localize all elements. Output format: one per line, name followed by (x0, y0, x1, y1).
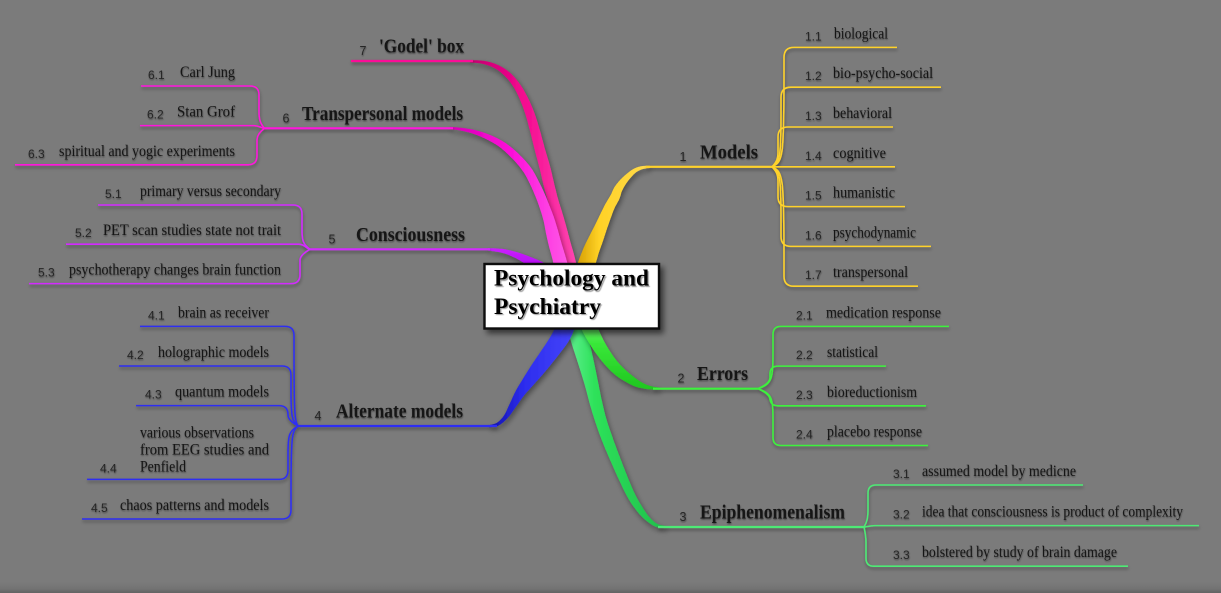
svg-text:bio-psycho-social: bio-psycho-social (833, 65, 933, 82)
svg-text:5.3: 5.3 (38, 266, 55, 280)
svg-text:idea that consciousness is pro: idea that consciousness is product of co… (922, 504, 1183, 521)
svg-text:'Godel' box: 'Godel' box (379, 36, 464, 58)
svg-text:PET scan studies state not tra: PET scan studies state not trait (103, 222, 282, 239)
svg-text:Errors: Errors (697, 363, 748, 385)
svg-text:3.1: 3.1 (893, 467, 910, 481)
svg-text:4.1: 4.1 (148, 308, 165, 322)
svg-text:humanistic: humanistic (833, 185, 895, 202)
svg-text:2.4: 2.4 (796, 428, 813, 442)
svg-text:various observations: various observations (140, 425, 254, 442)
svg-text:Alternate models: Alternate models (336, 401, 463, 423)
svg-text:Carl Jung: Carl Jung (180, 64, 235, 81)
svg-text:1.7: 1.7 (805, 268, 822, 282)
svg-text:medication response: medication response (826, 304, 941, 321)
svg-text:Epiphenomenalism: Epiphenomenalism (700, 502, 845, 524)
svg-text:placebo response: placebo response (827, 424, 922, 441)
svg-text:4.2: 4.2 (127, 348, 144, 362)
svg-text:Consciousness: Consciousness (356, 224, 465, 246)
svg-text:from EEG studies and: from EEG studies and (140, 442, 269, 459)
svg-text:2.1: 2.1 (796, 308, 813, 322)
svg-text:Stan Grof: Stan Grof (177, 104, 236, 121)
svg-text:chaos patterns and models: chaos patterns and models (120, 497, 269, 514)
svg-text:brain as receiver: brain as receiver (178, 304, 270, 321)
svg-text:4.3: 4.3 (145, 388, 162, 402)
svg-text:4.4: 4.4 (100, 461, 117, 475)
svg-text:primary versus secondary: primary versus secondary (140, 183, 281, 200)
svg-text:assumed model by medicne: assumed model by medicne (922, 463, 1076, 480)
svg-text:1: 1 (680, 150, 687, 164)
svg-text:6.3: 6.3 (28, 147, 45, 161)
svg-text:5.1: 5.1 (105, 187, 122, 201)
svg-text:1.3: 1.3 (805, 109, 822, 123)
svg-text:6.1: 6.1 (148, 68, 165, 82)
svg-text:2: 2 (678, 372, 685, 386)
svg-text:bolstered by study of brain da: bolstered by study of brain damage (922, 544, 1117, 561)
svg-text:holographic models: holographic models (158, 344, 269, 361)
svg-text:6.2: 6.2 (147, 108, 164, 122)
svg-text:biological: biological (834, 25, 888, 42)
svg-text:quantum models: quantum models (175, 384, 269, 401)
svg-text:2.3: 2.3 (796, 388, 813, 402)
svg-text:statistical: statistical (827, 344, 878, 361)
svg-text:Penfield: Penfield (140, 459, 186, 476)
svg-text:spiritual and yogic experiment: spiritual and yogic experiments (59, 143, 235, 160)
svg-text:cognitive: cognitive (833, 145, 886, 162)
svg-text:1.1: 1.1 (805, 29, 822, 43)
svg-text:Models: Models (700, 141, 758, 163)
svg-text:1.2: 1.2 (805, 69, 822, 83)
svg-text:bioreductionism: bioreductionism (827, 384, 917, 401)
svg-text:3.3: 3.3 (893, 548, 910, 562)
svg-text:5: 5 (329, 232, 336, 246)
svg-text:2.2: 2.2 (796, 348, 813, 362)
svg-text:3: 3 (680, 510, 687, 524)
svg-text:transpersonal: transpersonal (833, 264, 908, 281)
svg-text:behavioral: behavioral (833, 105, 892, 122)
svg-text:Psychiatry: Psychiatry (494, 294, 602, 319)
svg-text:Psychology and: Psychology and (494, 266, 649, 291)
svg-text:3.2: 3.2 (893, 508, 910, 522)
svg-text:5.2: 5.2 (75, 226, 92, 240)
svg-text:7: 7 (360, 44, 367, 58)
svg-text:psychotherapy changes brain fu: psychotherapy changes brain function (69, 262, 281, 279)
svg-text:psychodynamic: psychodynamic (833, 224, 916, 241)
svg-text:4: 4 (315, 409, 322, 423)
svg-text:1.6: 1.6 (805, 228, 822, 242)
svg-text:6: 6 (283, 111, 290, 125)
svg-text:Transpersonal models: Transpersonal models (302, 103, 463, 125)
svg-text:4.5: 4.5 (91, 501, 108, 515)
svg-text:1.4: 1.4 (805, 149, 822, 163)
svg-text:1.5: 1.5 (805, 189, 822, 203)
